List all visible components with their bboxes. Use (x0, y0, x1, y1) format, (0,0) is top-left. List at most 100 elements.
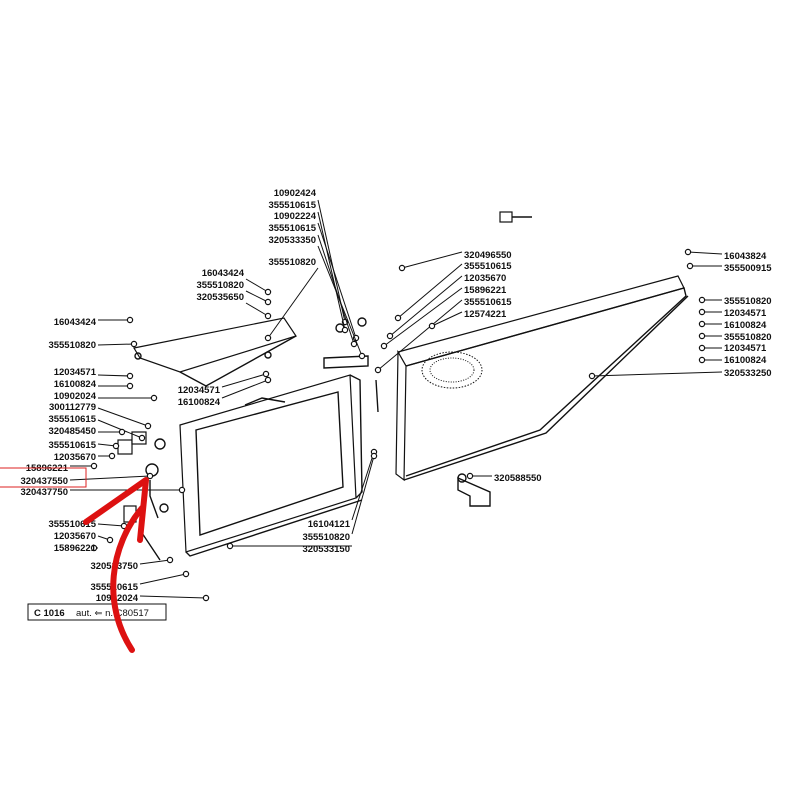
leader-line (317, 211, 346, 331)
right-hinge-bracket (457, 473, 491, 507)
part-marker (358, 352, 366, 360)
leader-line (97, 407, 149, 427)
part-number-label: 10902024 (96, 593, 139, 604)
part-number-label: 10902024 (54, 391, 97, 402)
part-number-label: 355510615 (464, 297, 512, 308)
part-number-label: 320437550 (20, 476, 68, 487)
part-marker (698, 344, 706, 352)
part-marker (341, 326, 349, 334)
part-marker (698, 308, 706, 316)
leader-line (351, 455, 375, 535)
part-number-label: 300112779 (49, 402, 96, 413)
part-number-label: 320533350 (268, 235, 316, 246)
part-number-label: 12034571 (724, 308, 767, 319)
footer-code: C 1016 (34, 608, 65, 619)
part-number-label: 355510615 (268, 200, 316, 211)
part-number-label: 16100824 (178, 397, 221, 408)
leader-line (97, 374, 131, 377)
part-marker (130, 340, 138, 348)
part-marker (182, 570, 190, 578)
part-marker (126, 316, 134, 324)
leader-line (139, 595, 207, 599)
part-marker (178, 486, 186, 494)
part-number-label: 12035670 (464, 273, 506, 284)
leader-line (317, 234, 355, 345)
part-number-label: 320533150 (302, 544, 350, 555)
part-marker (380, 342, 388, 350)
part-number-label: 355510615 (48, 440, 96, 451)
part-marker (90, 544, 98, 552)
part-marker (108, 452, 116, 460)
part-number-label: 10902224 (274, 211, 317, 222)
part-number-label: 355510615 (464, 261, 512, 272)
part-marker (466, 472, 474, 480)
leader-line (317, 245, 363, 357)
part-number-label: 355510615 (268, 223, 316, 234)
leader-line (431, 311, 463, 327)
part-marker (698, 296, 706, 304)
part-marker (698, 356, 706, 364)
leader-line (139, 573, 187, 585)
part-marker (370, 452, 378, 460)
part-number-label: 320533250 (724, 368, 772, 379)
part-marker (262, 370, 270, 378)
red-annotation (0, 467, 149, 653)
part-number-label: 355510820 (302, 532, 350, 543)
right-panel-frame (395, 275, 689, 482)
leader-line (591, 371, 723, 377)
part-number-label: 12574221 (464, 309, 507, 320)
part-marker (684, 248, 692, 256)
part-marker (146, 472, 154, 480)
part-marker (588, 372, 596, 380)
part-number-label: 355510820 (196, 280, 244, 291)
leader-line (317, 222, 357, 339)
part-number-label: 12035670 (54, 452, 96, 463)
footer-note-text: aut. ⇐ n. C80517 (76, 608, 149, 619)
part-marker (126, 372, 134, 380)
leader-line (97, 343, 135, 346)
part-marker (394, 314, 402, 322)
leader-line (377, 299, 463, 371)
part-number-label: 355510615 (48, 414, 96, 425)
leader-line (69, 475, 151, 481)
part-marker (106, 536, 114, 544)
part-number-label: 320496550 (464, 250, 512, 261)
part-number-label: 12035670 (54, 531, 96, 542)
part-number-label: 320437750 (20, 487, 68, 498)
top-left-plate (133, 317, 297, 387)
part-marker (698, 320, 706, 328)
part-number-label: 15896221 (54, 543, 97, 554)
part-number-label: 12034571 (178, 385, 221, 396)
leader-line (221, 373, 267, 388)
handle-bar (416, 211, 532, 262)
part-number-label: 10902424 (274, 188, 317, 199)
part-marker (150, 394, 158, 402)
part-number-label: 355510615 (48, 519, 96, 530)
part-marker (350, 340, 358, 348)
part-number-label: 320588550 (494, 473, 542, 484)
part-marker (264, 334, 272, 342)
part-marker (698, 332, 706, 340)
leader-line (97, 419, 143, 439)
leader-line (397, 263, 463, 319)
part-marker (226, 542, 234, 550)
part-number-label: 320535650 (196, 292, 244, 303)
leader-line (245, 278, 269, 293)
left-door-frame (179, 374, 363, 557)
part-number-label: 16043424 (202, 268, 245, 279)
leader-line (221, 379, 269, 399)
part-marker (112, 442, 120, 450)
leader-line (245, 290, 269, 303)
part-marker (686, 262, 694, 270)
callout-layer: 1090242435551061510902224355510615320533… (20, 188, 772, 604)
part-number-label: 355510820 (268, 257, 316, 268)
leader-line (139, 559, 171, 565)
part-number-label: 16100824 (54, 379, 97, 390)
leader-line (267, 267, 319, 339)
leader-line (97, 523, 125, 527)
part-number-label: 16100824 (724, 355, 767, 366)
part-number-label: 355510820 (724, 296, 772, 307)
leader-line (351, 451, 375, 521)
